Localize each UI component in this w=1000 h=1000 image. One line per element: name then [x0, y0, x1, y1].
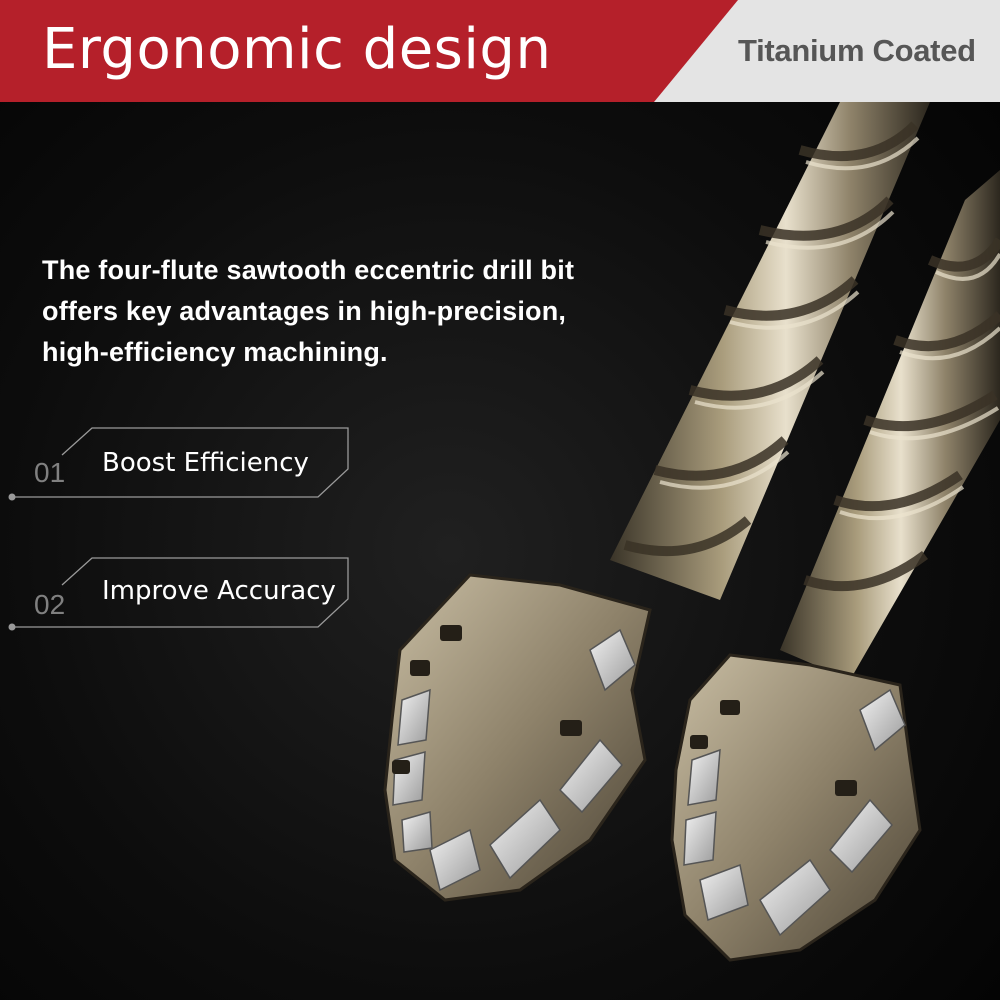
header-bar: Ergonomic design Titanium Coated — [0, 0, 1000, 102]
header-background — [0, 0, 1000, 102]
feature-1-callout-frame — [8, 427, 349, 501]
feature-2-number: 02 — [34, 589, 66, 620]
feature-1-label: Boost Efficiency — [102, 448, 309, 478]
product-description: The four-flute sawtooth eccentric drill … — [42, 255, 575, 367]
drill-bit-1 — [383, 102, 930, 902]
drill-bit-1-cutting-edges — [392, 628, 636, 892]
page-title: Ergonomic design — [42, 17, 552, 82]
header-red-panel — [0, 0, 738, 102]
drill-bit-1-flutes — [623, 121, 919, 557]
coating-tag: Titanium Coated — [738, 33, 976, 68]
feature-2-callout-frame — [8, 557, 349, 631]
drill-bit-2-flutes — [803, 237, 1000, 592]
feature-2-label: Improve Accuracy — [102, 576, 336, 606]
drill-bit-2 — [670, 170, 1000, 962]
feature-1-number: 01 — [34, 457, 66, 488]
feature-item-2: 02 Improve Accuracy — [0, 555, 360, 635]
drill-bit-1-tip — [383, 573, 652, 902]
drill-bit-2-cutting-edges — [683, 688, 906, 937]
feature-item-1: 01 Boost Efficiency — [0, 425, 360, 505]
